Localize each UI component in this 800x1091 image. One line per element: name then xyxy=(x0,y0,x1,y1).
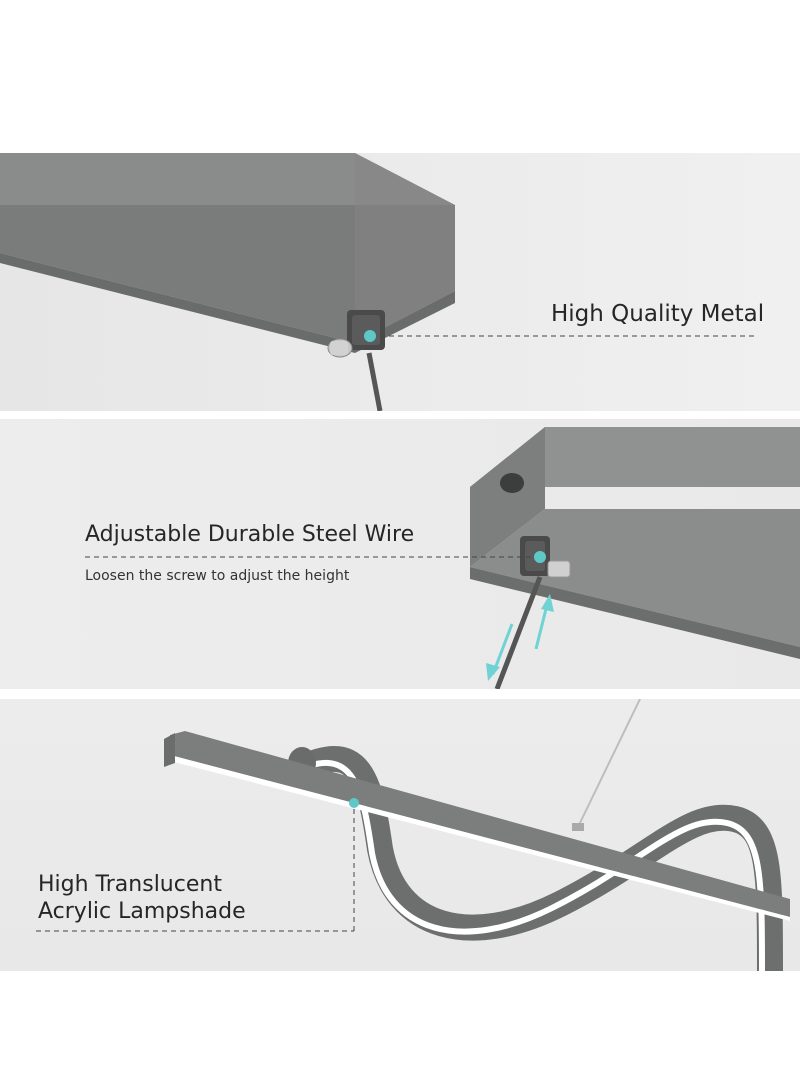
marker-dot xyxy=(534,551,546,563)
panel-steel-wire: Adjustable Durable Steel Wire Loosen the… xyxy=(0,419,800,689)
metal-bar-illustration xyxy=(0,153,757,411)
adjust-arrows-icon xyxy=(486,594,554,681)
steel-wire-illustration xyxy=(85,427,800,689)
label-steel-wire: Adjustable Durable Steel Wire xyxy=(85,522,415,547)
sublabel-adjust-height: Loosen the screw to adjust the height xyxy=(85,568,350,584)
lampshade-illustration xyxy=(36,699,790,971)
label-high-quality-metal: High Quality Metal xyxy=(551,301,765,327)
marker-dot xyxy=(349,798,359,808)
marker-dot xyxy=(364,330,376,342)
panel-high-quality-metal: High Quality Metal xyxy=(0,153,800,411)
label-line-1: High Translucent xyxy=(38,872,222,897)
panel-acrylic-lampshade: High Translucent Acrylic Lampshade xyxy=(0,699,800,971)
label-acrylic-lampshade: High Translucent Acrylic Lampshade xyxy=(38,871,246,925)
label-line-2: Acrylic Lampshade xyxy=(38,899,246,924)
